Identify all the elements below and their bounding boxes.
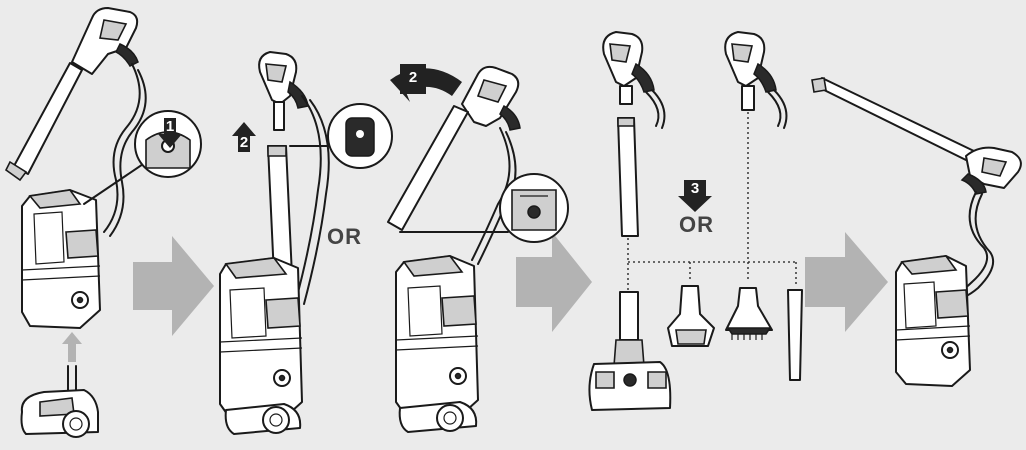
step-3-number: 3 [690,180,700,197]
flow-arrow-1-icon [133,236,214,336]
flow-arrow-3-icon [805,232,888,332]
or-label-right: OR [679,212,714,237]
panel-4-accessories [588,31,803,411]
step-1-number: 1 [165,118,175,135]
flow-arrow-2-icon [516,232,592,332]
step-2-lift-badge-icon [232,122,256,152]
step-2-swing-number: 2 [408,69,418,86]
step-2-lift-number: 2 [239,134,249,151]
panel-2-vacuum [219,51,393,435]
panel-5-vacuum [811,77,1022,387]
step-1-badge-icon [158,118,182,148]
panel-1-vacuum [4,7,202,438]
or-label-left: OR [327,224,362,249]
step-2-swing-badge-icon [400,64,426,94]
step-3-badge-icon [678,180,712,212]
panel-3-vacuum [387,65,569,433]
